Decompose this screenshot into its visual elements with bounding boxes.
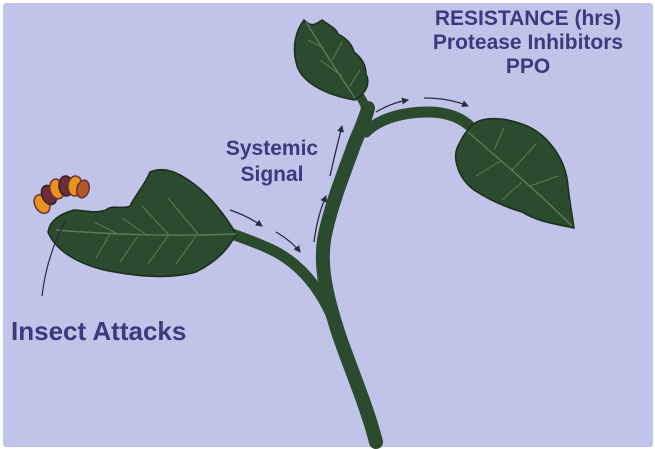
protease-inhibitors-text: Protease Inhibitors xyxy=(400,32,655,56)
insect-attacks-label: Insect Attacks xyxy=(11,318,186,344)
signal-arrow-6 xyxy=(424,98,468,106)
signal-arrow-1 xyxy=(230,210,262,226)
resistance-label: RESISTANCE (hrs) Protease Inhibitors PPO xyxy=(400,8,655,80)
right-branch xyxy=(366,112,472,132)
signal-text: Signal xyxy=(214,164,330,190)
systemic-signal-label: Systemic Signal xyxy=(214,138,330,190)
top-leaf xyxy=(294,20,367,100)
resistance-title: RESISTANCE (hrs) xyxy=(400,8,655,32)
main-stem xyxy=(323,108,376,442)
systemic-text: Systemic xyxy=(214,138,330,164)
ppo-text: PPO xyxy=(400,56,655,80)
right-leaf xyxy=(456,119,574,228)
